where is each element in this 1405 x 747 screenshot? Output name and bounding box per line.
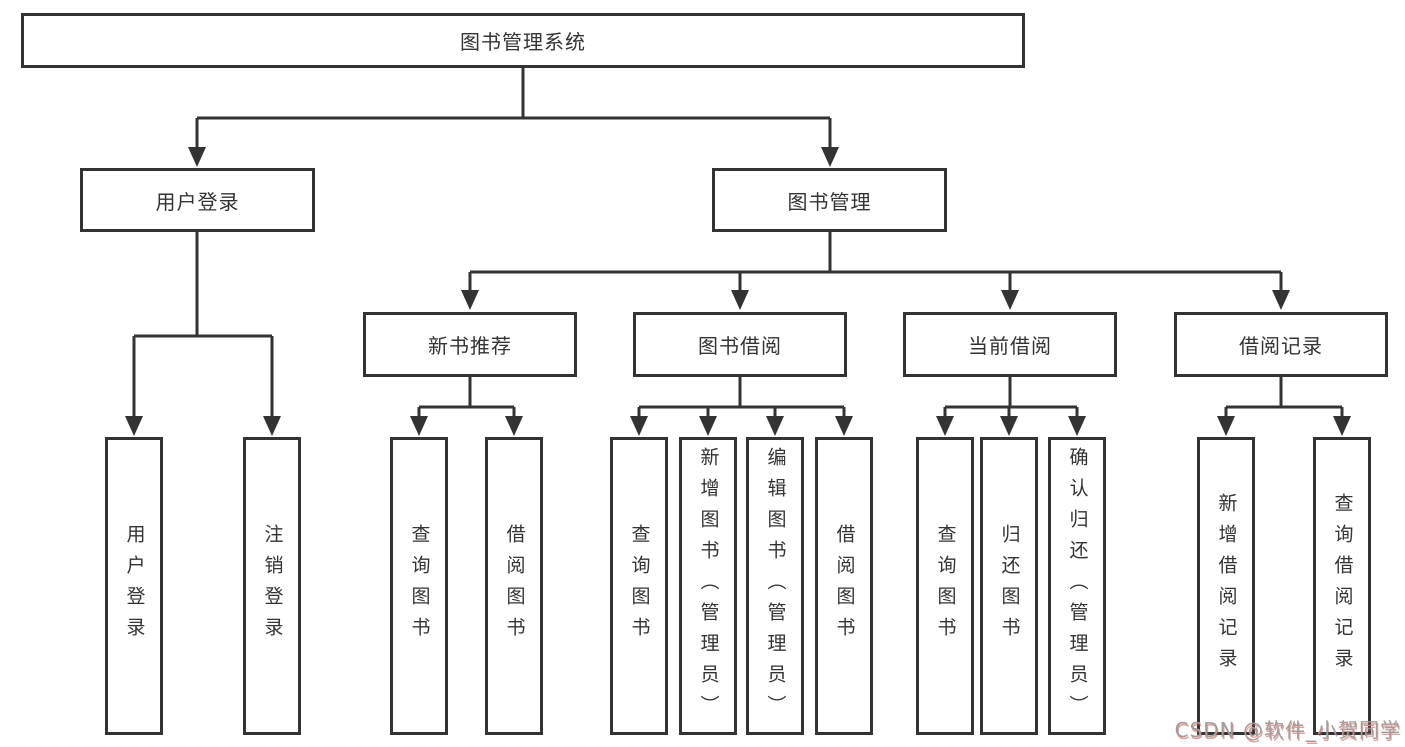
node-user-login: 用户登录 bbox=[80, 168, 315, 232]
node-root-label: 图书管理系统 bbox=[460, 30, 586, 54]
node-leaf-query-book-current-label: 查询图书 bbox=[934, 524, 957, 648]
node-leaf-query-book-borrowing: 查询图书 bbox=[610, 437, 668, 735]
node-leaf-confirm-return-admin: 确认归还（管理员） bbox=[1048, 437, 1106, 735]
node-leaf-borrow-book: 借阅图书 bbox=[815, 437, 873, 735]
node-book-borrowing: 图书借阅 bbox=[633, 312, 847, 377]
node-leaf-query-borrow-record-label: 查询借阅记录 bbox=[1331, 493, 1354, 679]
node-current-borrowing: 当前借阅 bbox=[903, 312, 1117, 377]
node-book-management-label: 图书管理 bbox=[787, 189, 872, 214]
node-leaf-return-book: 归还图书 bbox=[980, 437, 1038, 735]
node-leaf-edit-book-admin-label: 编辑图书（管理员） bbox=[764, 446, 787, 726]
node-leaf-add-book-admin: 新增图书（管理员） bbox=[679, 437, 737, 735]
node-leaf-query-book-current: 查询图书 bbox=[916, 437, 974, 735]
node-leaf-add-borrow-record: 新增借阅记录 bbox=[1197, 437, 1255, 735]
node-leaf-add-borrow-record-label: 新增借阅记录 bbox=[1215, 493, 1238, 679]
node-leaf-add-book-admin-label: 新增图书（管理员） bbox=[697, 446, 720, 726]
node-leaf-query-book-recommend: 查询图书 bbox=[390, 437, 448, 735]
node-new-book-recommendation: 新书推荐 bbox=[363, 312, 577, 377]
node-leaf-edit-book-admin: 编辑图书（管理员） bbox=[746, 437, 804, 735]
node-leaf-logout-label: 注销登录 bbox=[261, 524, 284, 648]
node-leaf-query-book-borrowing-label: 查询图书 bbox=[628, 524, 651, 648]
node-leaf-query-borrow-record: 查询借阅记录 bbox=[1313, 437, 1371, 735]
node-new-book-recommendation-label: 新书推荐 bbox=[428, 334, 512, 358]
node-borrowing-records-label: 借阅记录 bbox=[1239, 334, 1323, 358]
node-current-borrowing-label: 当前借阅 bbox=[968, 334, 1052, 358]
node-leaf-logout: 注销登录 bbox=[243, 437, 301, 735]
node-leaf-user-login-label: 用户登录 bbox=[123, 524, 146, 648]
node-leaf-borrow-book-recommend-label: 借阅图书 bbox=[503, 524, 526, 648]
node-root-system: 图书管理系统 bbox=[21, 13, 1025, 68]
node-borrowing-records: 借阅记录 bbox=[1174, 312, 1388, 377]
node-book-management: 图书管理 bbox=[712, 168, 947, 232]
csdn-watermark: CSDN @软件_小贺同学 bbox=[1174, 718, 1401, 742]
node-leaf-borrow-book-recommend: 借阅图书 bbox=[485, 437, 543, 735]
node-leaf-query-book-recommend-label: 查询图书 bbox=[408, 524, 431, 648]
node-book-borrowing-label: 图书借阅 bbox=[698, 334, 782, 358]
node-leaf-confirm-return-admin-label: 确认归还（管理员） bbox=[1066, 446, 1089, 726]
node-leaf-user-login: 用户登录 bbox=[105, 437, 163, 735]
node-leaf-borrow-book-label: 借阅图书 bbox=[833, 524, 856, 648]
node-leaf-return-book-label: 归还图书 bbox=[998, 524, 1021, 648]
node-user-login-label: 用户登录 bbox=[155, 189, 240, 214]
